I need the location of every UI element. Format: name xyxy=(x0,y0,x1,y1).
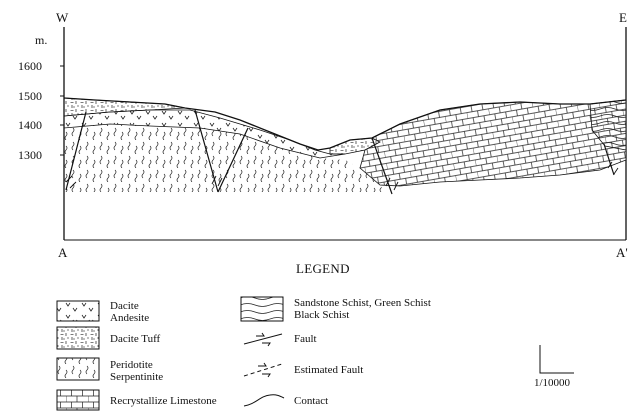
east-label: E xyxy=(619,10,627,25)
legend-label: Recrystallize Limestone xyxy=(110,395,217,407)
unit-label: m. xyxy=(35,33,47,47)
start-label-a: A xyxy=(58,245,68,260)
legend-label: Dacite Tuff xyxy=(110,333,161,345)
scale-bar-icon xyxy=(540,345,574,373)
legend-swatch-andesite xyxy=(57,301,99,321)
fault-symbol-icon xyxy=(244,333,282,346)
legend-swatch-serpentinite xyxy=(57,358,99,380)
estimated-fault-symbol-icon xyxy=(244,363,282,377)
legend-label: Andesite xyxy=(110,312,149,324)
elevation-tick-label: 1400 xyxy=(18,118,42,132)
legend-label: Serpentinite xyxy=(110,371,163,383)
scale-label: 1/10000 xyxy=(534,377,571,389)
elevation-tick-label: 1500 xyxy=(18,89,42,103)
limestone-unit xyxy=(360,100,626,186)
west-label: W xyxy=(56,10,69,25)
elevation-tick-label: 1300 xyxy=(18,148,42,162)
legend-swatch-tuff xyxy=(57,327,99,349)
legend-swatch-limestone xyxy=(57,390,99,410)
legend-title: LEGEND xyxy=(296,261,350,276)
end-label-a-prime: A' xyxy=(616,245,628,260)
scale-bar: 1/10000 xyxy=(534,345,574,389)
contact-symbol-icon xyxy=(244,395,284,406)
legend-label: Sandstone Schist, Green Schist xyxy=(294,297,431,309)
legend-label: Dacite xyxy=(110,300,139,312)
legend-label: Fault xyxy=(294,333,317,345)
legend-label: Peridotite xyxy=(110,359,153,371)
legend-swatch-schist xyxy=(241,297,283,321)
legend-label: Black Schist xyxy=(294,309,349,321)
elevation-axis: m. 1600 1500 1400 1300 xyxy=(18,33,64,162)
elevation-tick-label: 1600 xyxy=(18,59,42,73)
cross-section: m. 1600 1500 1400 1300 W E A A' xyxy=(18,10,628,260)
serpentinite-unit xyxy=(64,124,385,192)
legend: Dacite Andesite Dacite Tuff Peridotite S… xyxy=(57,297,431,410)
legend-label: Estimated Fault xyxy=(294,364,363,376)
legend-label: Contact xyxy=(294,395,328,407)
